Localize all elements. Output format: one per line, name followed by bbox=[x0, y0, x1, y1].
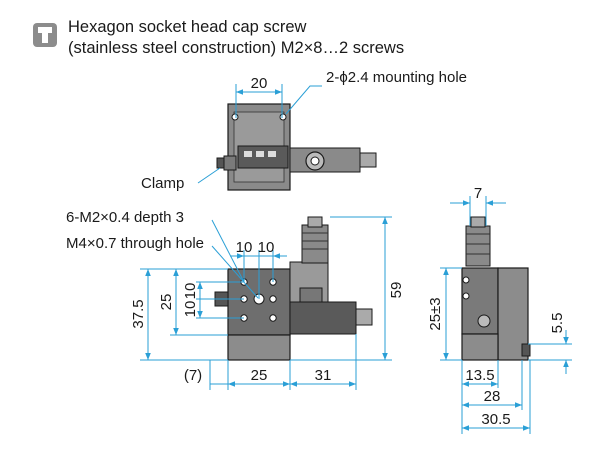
dim-front-25: 25 bbox=[158, 294, 175, 311]
clamp-callout: Clamp bbox=[141, 175, 184, 192]
screw-note-line1: Hexagon socket head cap screw bbox=[68, 18, 307, 36]
screw-note-line2: (stainless steel construction) M2×8…2 sc… bbox=[68, 39, 405, 57]
dim-front-59: 59 bbox=[388, 282, 405, 299]
side-view bbox=[461, 216, 531, 361]
dim-front-10b: 10 bbox=[258, 239, 275, 256]
dim-side-13-5: 13.5 bbox=[465, 367, 494, 384]
dimension-labels: 20 2-ϕ2.4 mounting hole Clamp 6-M2×0.4 d… bbox=[66, 69, 566, 428]
dim-front-25w: 25 bbox=[251, 367, 268, 384]
dim-top-20: 20 bbox=[251, 75, 268, 92]
dim-side-5-5: 5.5 bbox=[549, 313, 566, 334]
hex-screw-icon bbox=[33, 23, 57, 47]
dim-side-28: 28 bbox=[484, 388, 501, 405]
dim-side-25pm3: 25±3 bbox=[427, 297, 444, 330]
dim-front-31: 31 bbox=[315, 367, 332, 384]
dim-front-10a: 10 bbox=[236, 239, 253, 256]
dim-front-7: (7) bbox=[184, 367, 202, 384]
mounting-hole-callout: 2-ϕ2.4 mounting hole bbox=[326, 69, 467, 86]
dim-front-10d: 10 bbox=[182, 301, 199, 318]
tapped-holes-callout: 6-M2×0.4 depth 3 bbox=[66, 209, 184, 226]
dim-front-37-5: 37.5 bbox=[130, 299, 147, 328]
through-hole-callout: M4×0.7 through hole bbox=[66, 235, 204, 252]
dimension-lines bbox=[140, 84, 572, 434]
top-view bbox=[216, 103, 377, 191]
dim-front-10c: 10 bbox=[182, 283, 199, 300]
dim-side-7: 7 bbox=[474, 185, 482, 202]
dim-side-30-5: 30.5 bbox=[481, 411, 510, 428]
